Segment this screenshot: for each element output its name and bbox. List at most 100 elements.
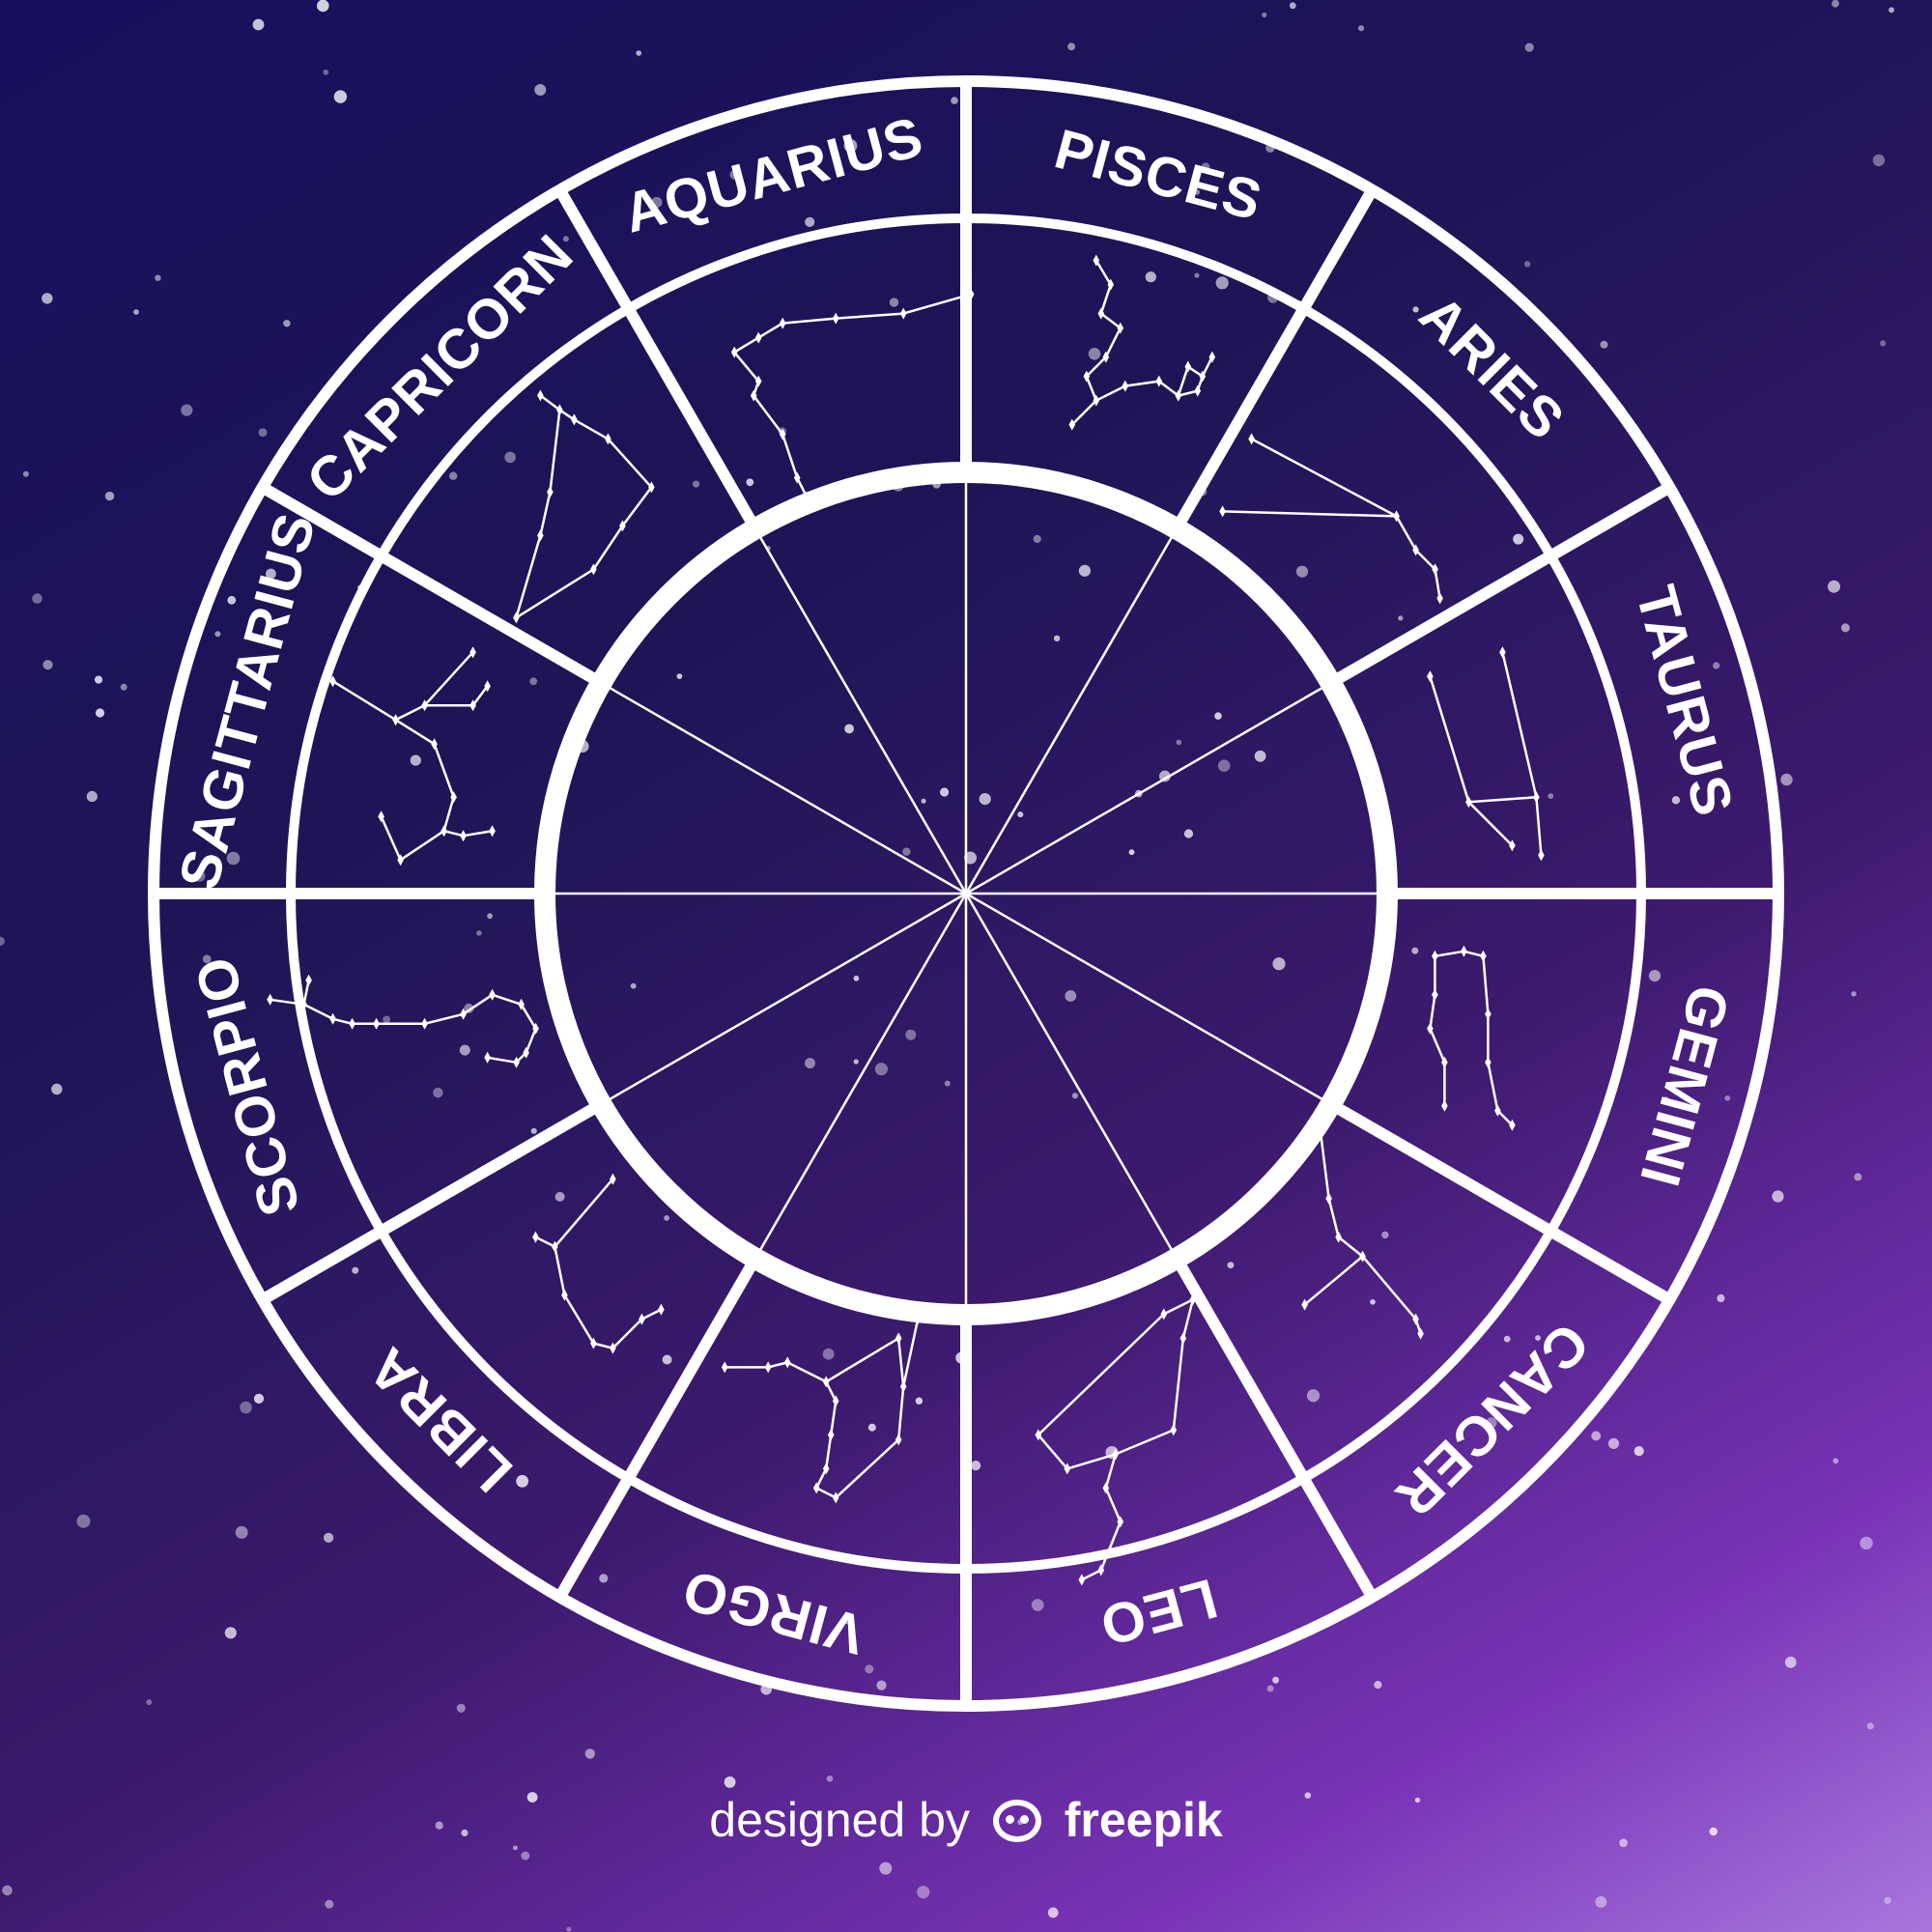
star-dot	[1017, 811, 1024, 818]
constellation-line	[782, 317, 837, 325]
star-dot	[971, 1461, 981, 1471]
star-dot	[1358, 25, 1365, 32]
constellation-line	[303, 1003, 334, 1020]
star-dot	[1289, 2, 1296, 10]
star-dot	[1067, 43, 1076, 51]
constellation-star	[267, 993, 273, 1006]
constellation-line	[487, 1056, 517, 1065]
constellation-star	[1112, 1448, 1120, 1461]
constellation-star	[1107, 278, 1115, 291]
constellation-star	[1117, 322, 1124, 334]
constellation-star	[305, 974, 312, 986]
constellation-line	[1414, 549, 1436, 571]
star-dot	[235, 1525, 248, 1539]
star-dot	[724, 1776, 736, 1788]
constellation-line	[1070, 399, 1097, 426]
constellation-star	[1427, 1022, 1434, 1035]
constellation-star	[832, 1395, 839, 1407]
constellation-line	[442, 796, 455, 832]
aries-constellation-icon	[1219, 433, 1443, 605]
constellation-line	[394, 719, 436, 746]
constellation-star	[754, 331, 762, 344]
constellation-line	[1104, 1487, 1122, 1522]
constellation-line	[1303, 1255, 1364, 1306]
star-dot	[252, 18, 265, 31]
star-dot	[843, 139, 858, 153]
constellation-star	[899, 307, 907, 320]
sign-label-pisces: PISCES	[1048, 117, 1268, 232]
star-dot	[516, 1474, 529, 1488]
star-dot	[1607, 1437, 1620, 1449]
constellation-line	[781, 434, 799, 478]
star-dot	[1524, 43, 1534, 52]
constellation-star	[489, 988, 496, 1001]
constellation-line	[1201, 356, 1213, 378]
star-dot	[853, 1059, 859, 1065]
constellation-star	[1122, 380, 1129, 392]
star-dot	[120, 683, 128, 691]
constellation-star	[812, 1482, 820, 1494]
constellation-star	[793, 471, 801, 484]
star-dot	[1872, 154, 1886, 167]
constellation-line	[733, 336, 759, 354]
star-dot	[449, 471, 458, 480]
constellation-line	[1081, 1569, 1102, 1581]
constellation-star	[1102, 351, 1110, 363]
constellation-star	[1184, 360, 1192, 373]
constellation-star	[803, 491, 810, 503]
constellation-line	[1501, 651, 1538, 798]
star-dot	[865, 1664, 874, 1674]
constellation-star	[556, 404, 563, 416]
star-dot	[664, 1215, 669, 1221]
star-dot	[1071, 1093, 1078, 1099]
constellation-star	[1194, 384, 1202, 397]
star-dot	[1513, 533, 1524, 545]
star-dot	[1304, 1792, 1312, 1799]
constellation-line	[1318, 1121, 1330, 1199]
constellation-line	[563, 1293, 595, 1345]
constellation-star	[450, 791, 457, 804]
constellation-line	[796, 477, 809, 498]
constellation-star	[484, 680, 491, 693]
star-dot	[676, 673, 683, 679]
constellation-line	[1085, 355, 1107, 378]
constellation-line	[1124, 380, 1159, 387]
star-dot	[1227, 1262, 1235, 1269]
constellation-star	[1441, 1056, 1448, 1068]
libra-constellation-icon	[532, 1173, 665, 1354]
star-dot	[1828, 580, 1840, 593]
constellation-star	[1078, 1574, 1086, 1586]
star-dot	[324, 1532, 334, 1543]
star-dot	[1053, 635, 1061, 641]
constellation-star	[537, 389, 544, 402]
cancer-constellation-icon	[1301, 1115, 1424, 1340]
star-dot	[1398, 615, 1404, 621]
star-dot	[651, 196, 663, 209]
star-dot	[461, 1829, 469, 1836]
star-dot	[94, 675, 103, 684]
constellation-star	[1155, 375, 1163, 387]
constellation-star	[421, 1017, 428, 1030]
constellation-star	[967, 288, 975, 300]
constellation-line	[1099, 284, 1112, 314]
constellation-star	[1316, 1115, 1322, 1127]
star-dot	[1866, 1722, 1874, 1730]
constellation-line	[786, 1361, 827, 1383]
constellation-line	[463, 829, 493, 838]
constellation-line	[558, 409, 576, 421]
star-dot	[86, 790, 98, 803]
star-dot	[1128, 849, 1135, 856]
constellation-line	[753, 394, 784, 436]
star-dot	[805, 1058, 815, 1069]
star-dot	[1671, 796, 1681, 805]
constellation-line	[1251, 438, 1398, 518]
star-dot	[1833, 1458, 1839, 1464]
constellation-star	[1436, 592, 1443, 605]
constellation-star	[1412, 544, 1419, 556]
star-dot	[1414, 1797, 1421, 1804]
star-dot	[32, 593, 43, 604]
constellation-star	[783, 1356, 791, 1369]
freepik-logo-icon	[992, 1800, 1041, 1842]
sector-divider	[1171, 186, 1378, 532]
star-dot	[1523, 261, 1531, 268]
